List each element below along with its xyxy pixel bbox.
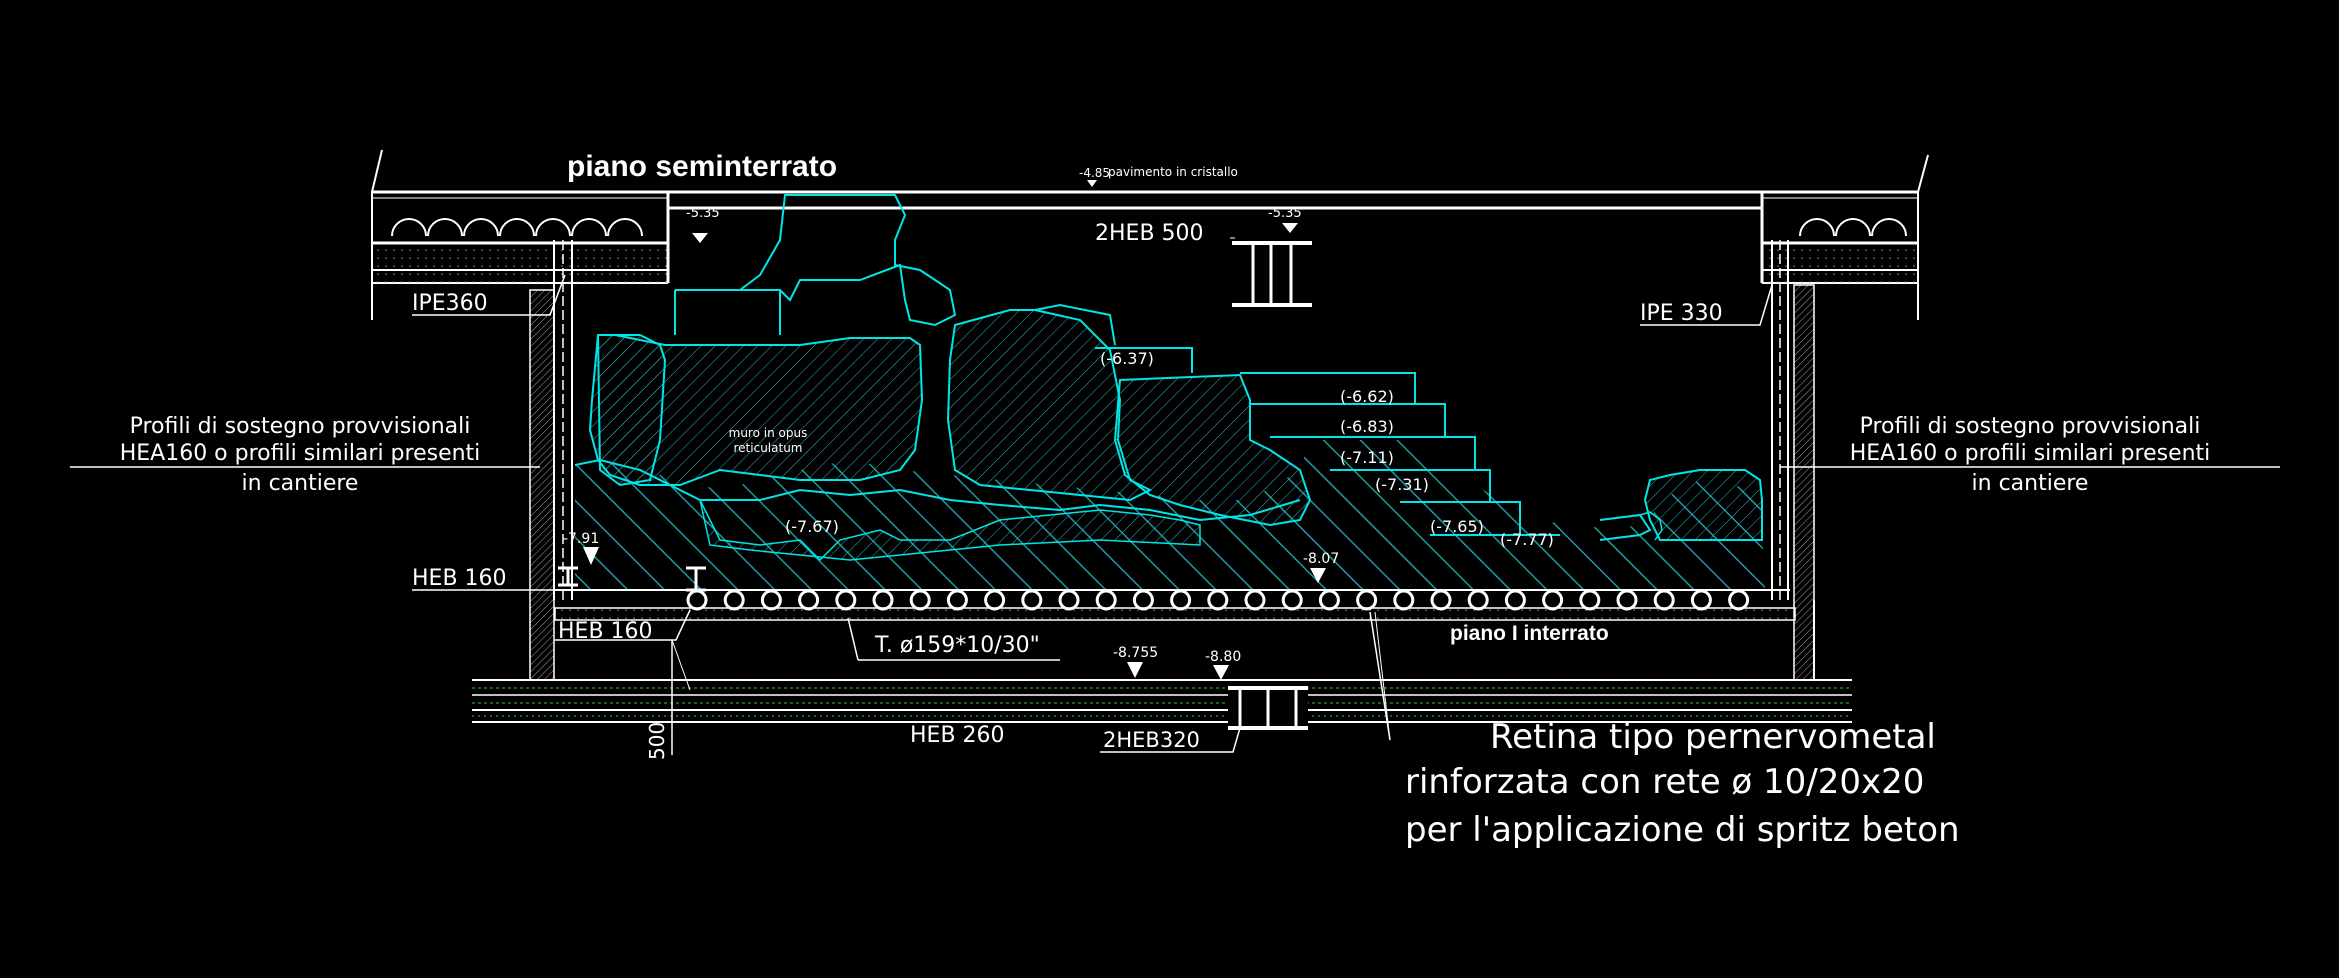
level-mid: -8.07: [1303, 551, 1339, 567]
crystal-floor: [666, 190, 1764, 283]
pipe-circle: [1616, 589, 1638, 611]
level-markers: [583, 180, 1326, 680]
pipe-circle: [723, 589, 745, 611]
pipe-circle: [1467, 589, 1489, 611]
pipe-circle: [909, 589, 931, 611]
right-top-level: -5.35: [1268, 206, 1302, 221]
heb160-profile-left: [558, 566, 578, 587]
left-support-column: [529, 240, 573, 681]
pipe-row: [554, 589, 1796, 621]
pipe-circle: [946, 589, 968, 611]
slab-arch: [1799, 218, 1835, 237]
slab-arch: [427, 218, 463, 237]
note-line-2: rinforzata con rete ø 10/20x20: [1405, 762, 1924, 802]
ruins-level-4: (-7.11): [1340, 448, 1394, 467]
beam-left-low-label: HEB 160: [412, 566, 507, 591]
lower-slab: [472, 679, 1852, 723]
ruins-level-5: (-7.31): [1375, 475, 1429, 494]
ruins-level-2: (-6.62): [1340, 387, 1394, 406]
pipe-circle: [1021, 589, 1043, 611]
top-slab-left: [371, 149, 668, 320]
pipe-circle: [1690, 589, 1712, 611]
pipe-label: T. ø159*10/30": [874, 633, 1040, 658]
beam-left-top-label: IPE360: [412, 291, 488, 316]
left-top-level: -5.35: [686, 206, 720, 221]
left-level-low: -7.91: [563, 531, 599, 547]
slab-arch: [607, 218, 643, 237]
beam-2heb320-profile: [1228, 686, 1308, 730]
wall-label-line2: reticulatum: [734, 441, 803, 455]
right-support-column: [1771, 240, 1815, 681]
pipe-circle: [1132, 589, 1154, 611]
pipe-circle: [1058, 589, 1080, 611]
pipe-circle: [872, 589, 894, 611]
pipe-circle: [1653, 589, 1675, 611]
pipe-circle: [1318, 589, 1340, 611]
level-bottom-1: -8.755: [1113, 645, 1158, 661]
beam-top-center-label: 2HEB 500: [1095, 221, 1204, 246]
leader-lines: [70, 237, 2280, 755]
pipe-circle: [984, 589, 1006, 611]
support-note-right-line3: in cantiere: [1972, 471, 2089, 496]
ruins-wall-blocks: [588, 194, 1763, 541]
pipe-circle: [1542, 589, 1564, 611]
slab-arch: [1835, 218, 1871, 237]
lower-floor-label: piano I interrato: [1450, 622, 1609, 645]
ruins-level-6: (-7.65): [1430, 517, 1484, 536]
slab-arch: [463, 218, 499, 237]
note-line-3: per l'applicazione di spritz beton: [1405, 810, 1960, 850]
pipe-circle: [1095, 589, 1117, 611]
pipe-circle: [1504, 589, 1526, 611]
support-note-left-line2: HEA160 o profili similari presenti: [120, 441, 481, 466]
beam-right-top-label: IPE 330: [1640, 301, 1723, 326]
pipe-circle: [1356, 589, 1378, 611]
pipe-circle: [835, 589, 857, 611]
heb160-profile-bottom: [686, 566, 706, 592]
support-note-left-line1: Profili di sostegno provvisionali: [130, 414, 471, 439]
slab-arch: [535, 218, 571, 237]
beam-bottom-label: HEB 260: [910, 723, 1005, 748]
support-note-right-line1: Profili di sostegno provvisionali: [1860, 414, 2201, 439]
pipe-circle: [1244, 589, 1266, 611]
top-floor-label: piano seminterrato: [567, 150, 837, 183]
beam-bottom-center-label: 2HEB320: [1103, 728, 1200, 752]
ruins-level-1: (-6.37): [1100, 349, 1154, 368]
slab-arch: [499, 218, 535, 237]
pipe-circle: [1393, 589, 1415, 611]
pipe-circle: [1207, 589, 1229, 611]
pipe-circle: [1430, 589, 1452, 611]
ruins-level-steps: [1095, 347, 1560, 536]
note-line-1: Retina tipo pernervometal: [1490, 717, 1936, 757]
slab-arch: [391, 218, 427, 237]
dimension-500: 500: [645, 722, 669, 760]
top-slab-right: [1762, 154, 1929, 320]
crystal-floor-level: -4.85: [1079, 166, 1110, 180]
ruins-level-7: (-7.77): [1500, 530, 1554, 549]
pipe-circle: [686, 589, 708, 611]
beam-left-bottom-label: HEB 160: [558, 619, 653, 644]
slab-arch: [571, 218, 607, 237]
pipe-circle: [1281, 589, 1303, 611]
ruins-level-8: (-7.67): [785, 517, 839, 536]
ruins-level-3: (-6.83): [1340, 417, 1394, 436]
level-bottom-2: -8.80: [1205, 649, 1241, 665]
pipe-circle: [798, 589, 820, 611]
pipe-circle: [1579, 589, 1601, 611]
pipe-circle: [1170, 589, 1192, 611]
support-note-right-line2: HEA160 o profili similari presenti: [1850, 441, 2211, 466]
crystal-floor-label: pavimento in cristallo: [1108, 165, 1238, 179]
beam-2heb500-profile: [1232, 241, 1312, 307]
support-note-left-line3: in cantiere: [242, 471, 359, 496]
pipe-circle: [760, 589, 782, 611]
pipe-circle: [1728, 589, 1750, 611]
slab-arch: [1871, 218, 1907, 237]
wall-label-line1: muro in opus: [729, 426, 808, 440]
